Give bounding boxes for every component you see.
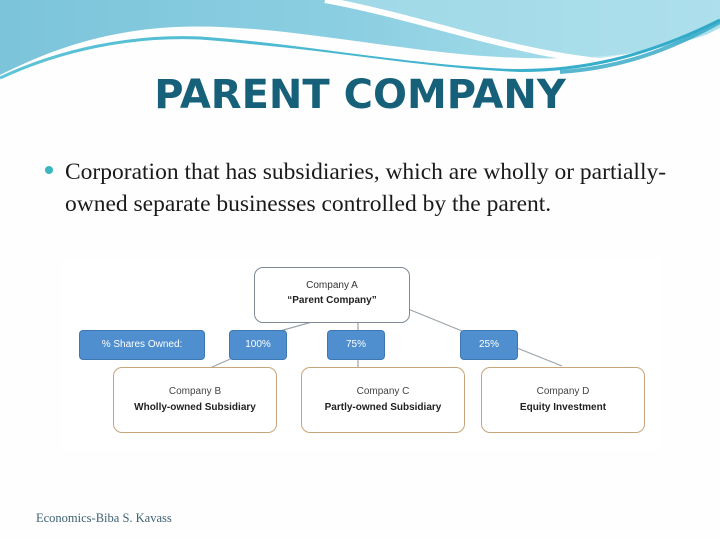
shares-owned-label: % Shares Owned: xyxy=(79,330,205,360)
share-pill-company-d: 25% xyxy=(460,330,518,360)
company-d-role: Equity Investment xyxy=(519,402,607,413)
company-b-role: Wholly-owned Subsidiary xyxy=(134,402,256,413)
parent-company-box: Company A “Parent Company” xyxy=(254,267,410,323)
company-b-box: Company B Wholly-owned Subsidiary xyxy=(113,367,277,433)
slide-footer: Economics-Biba S. Kavass xyxy=(36,511,172,525)
company-d-name: Company D xyxy=(536,386,590,397)
parent-company-name: Company A xyxy=(306,280,358,291)
company-c-box: Company C Partly-owned Subsidiary xyxy=(301,367,465,433)
bullet-dot-icon xyxy=(45,166,53,174)
parent-company-role: “Parent Company” xyxy=(287,295,377,306)
share-pill-company-b: 100% xyxy=(229,330,287,360)
decorative-wave-header xyxy=(0,0,720,80)
company-c-name: Company C xyxy=(356,386,410,397)
ownership-diagram: Company A “Parent Company” % Shares Owne… xyxy=(62,258,660,450)
company-b-name: Company B xyxy=(168,386,222,397)
slide-title: PARENT COMPANY xyxy=(154,72,566,118)
company-c-role: Partly-owned Subsidiary xyxy=(324,402,442,413)
company-d-box: Company D Equity Investment xyxy=(481,367,645,433)
bullet-text: Corporation that has subsidiaries, which… xyxy=(65,159,667,217)
share-pill-company-c: 75% xyxy=(327,330,385,360)
